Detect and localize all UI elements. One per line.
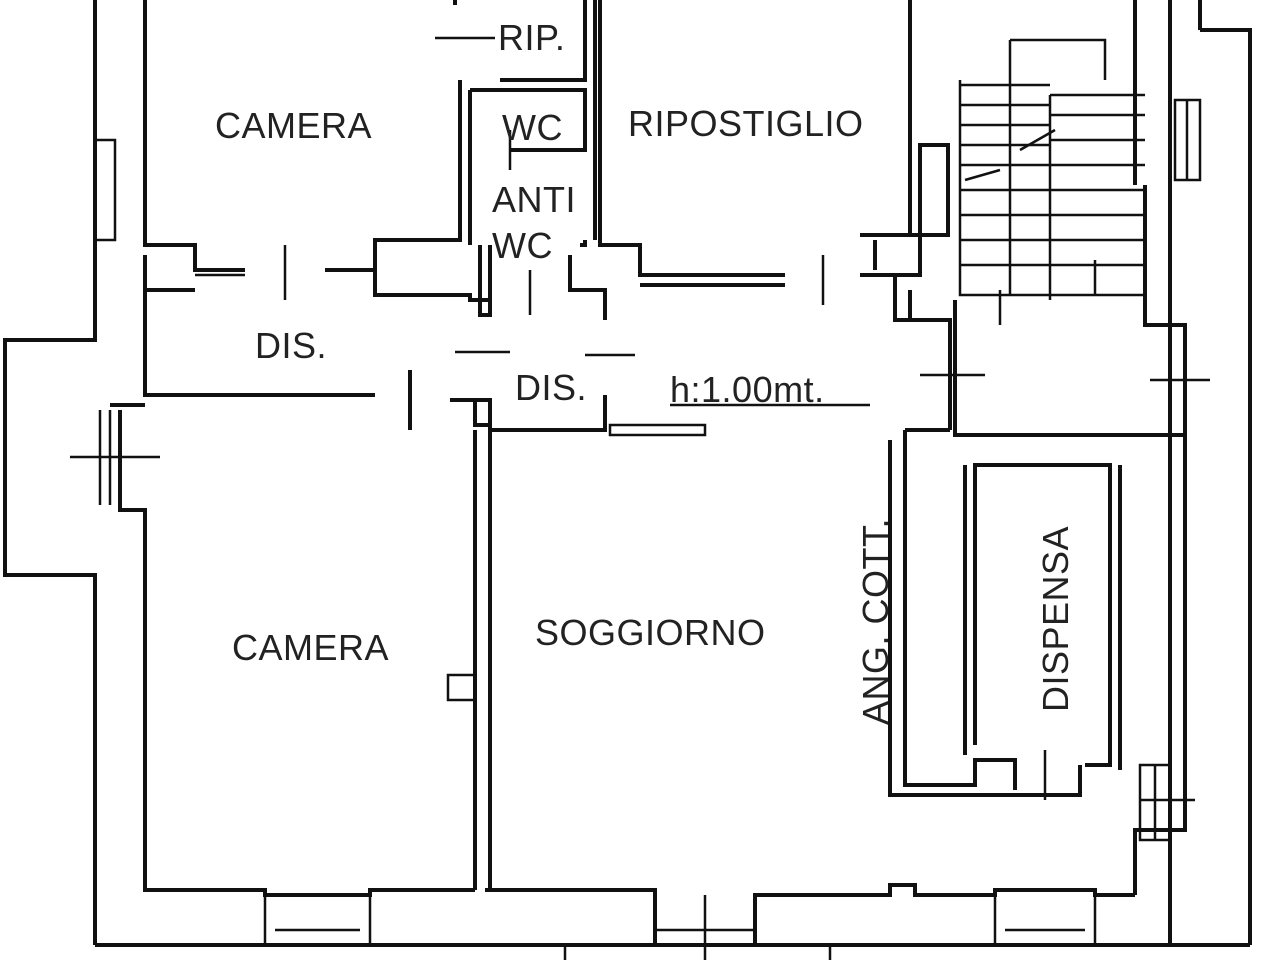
label-ang-cott: ANG. COTT.: [855, 518, 896, 725]
label-soggiorno: SOGGIORNO: [535, 612, 766, 653]
label-height-note: h:1.00mt.: [670, 369, 825, 410]
walls: [3, 0, 1252, 960]
label-anti-wc: WC: [492, 225, 553, 266]
label-camera-top: CAMERA: [215, 105, 372, 146]
label-dis-left: DIS.: [255, 325, 327, 366]
label-camera-bottom: CAMERA: [232, 627, 389, 668]
label-dis-center: DIS.: [515, 367, 587, 408]
label-dispensa: DISPENSA: [1035, 526, 1076, 712]
label-rip: RIP.: [498, 17, 565, 58]
label-anti: ANTI: [492, 179, 576, 220]
label-wc: WC: [502, 107, 563, 148]
staircase: [958, 38, 1145, 300]
room-labels: RIP. CAMERA WC RIPOSTIGLIO ANTI WC DIS. …: [215, 17, 1076, 725]
label-ripostiglio: RIPOSTIGLIO: [628, 103, 864, 144]
